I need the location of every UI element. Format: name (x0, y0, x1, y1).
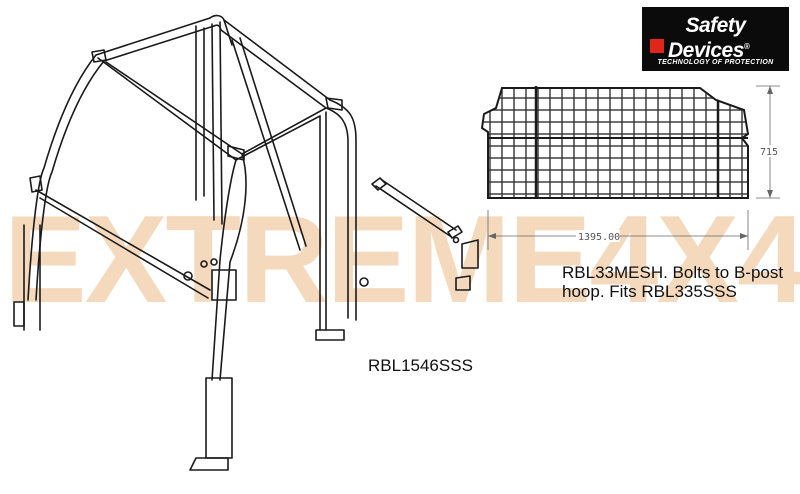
logo-devices-text: Devices (668, 39, 744, 62)
logo-line-2: Devices® (668, 36, 750, 62)
logo-red-square (650, 39, 664, 53)
logo-line-1: Safety (685, 14, 746, 37)
mesh-caption: RBL33MESH. Bolts to B-post hoop. Fits RB… (562, 263, 798, 301)
registered-mark: ® (743, 42, 750, 51)
cage-part-number: RBL1546SSS (368, 356, 473, 375)
mesh-width-dimension: 1395.00 (578, 232, 620, 243)
mesh-caption-line-1: RBL33MESH. Bolts to B-post (562, 263, 784, 282)
roll-cage-drawing (13, 14, 479, 471)
mesh-panel-drawing: 1395.00 715 (480, 85, 784, 250)
mesh-height-dimension: 715 (760, 147, 778, 158)
mesh-caption-line-2: hoop. Fits RBL335SSS (562, 282, 737, 301)
logo-tagline: TECHNOLOGY OF PROTECTION (657, 59, 774, 66)
watermark: EXTREME4X4 (4, 191, 800, 329)
safety-devices-logo: Safety Devices® TECHNOLOGY OF PROTECTION (642, 7, 789, 71)
